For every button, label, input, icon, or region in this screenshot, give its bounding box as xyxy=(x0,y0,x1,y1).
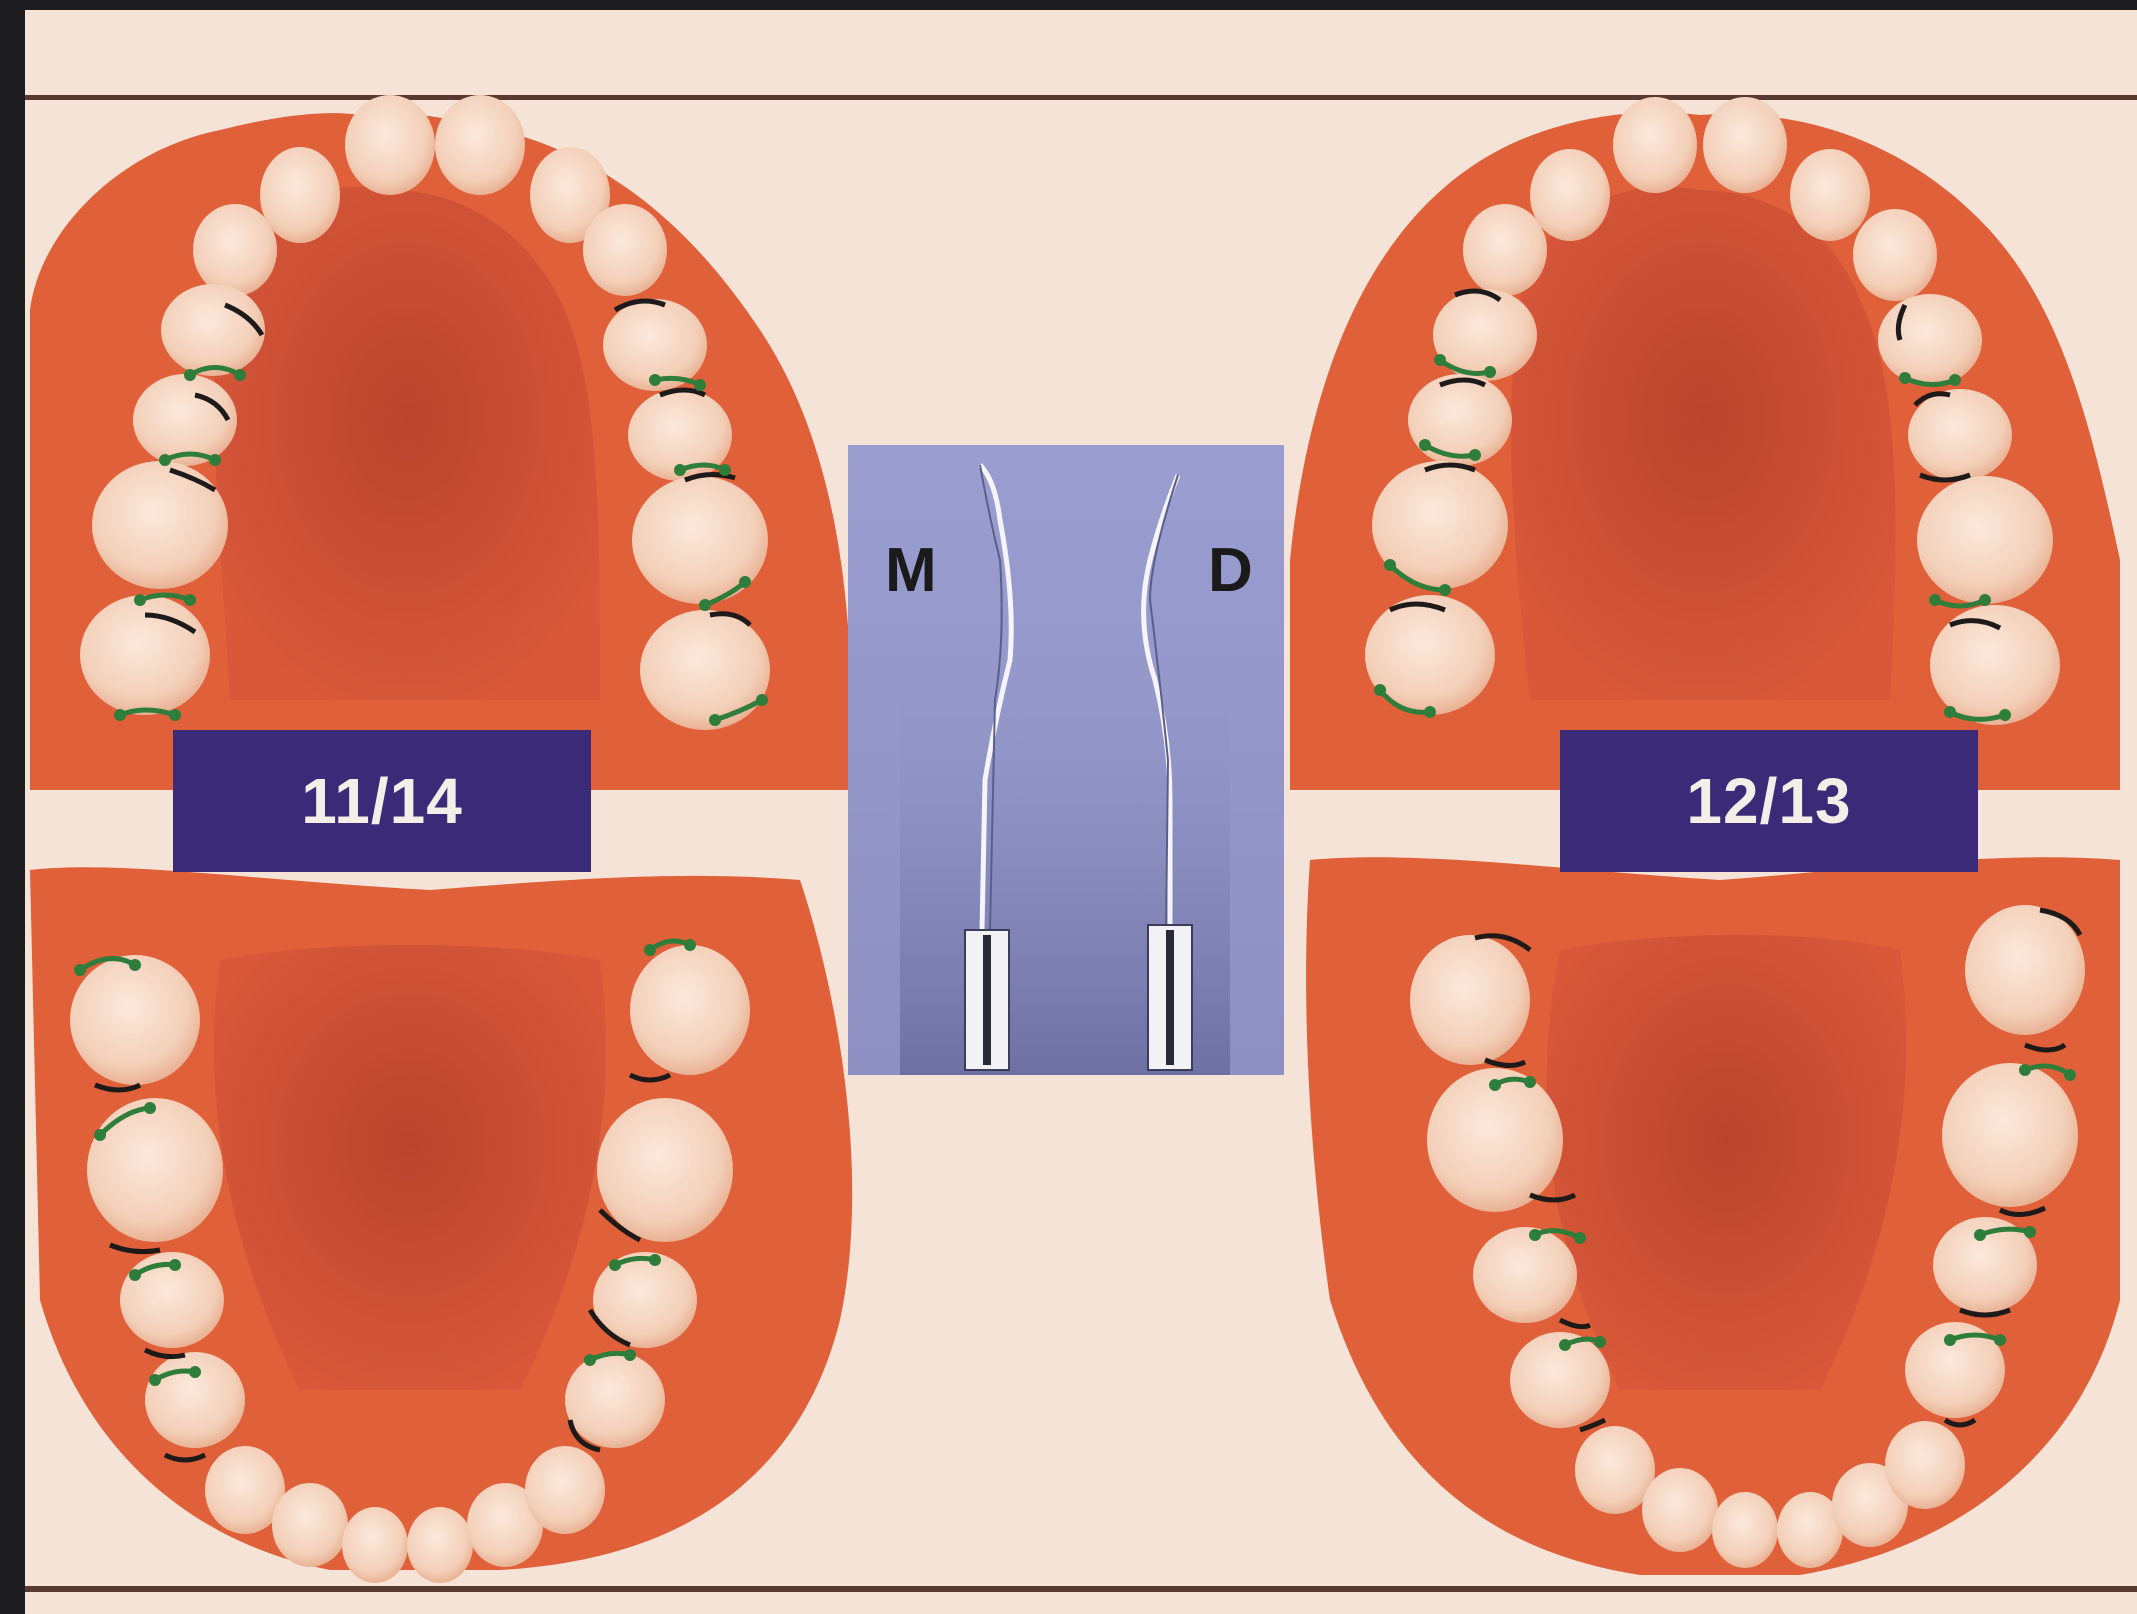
tooth xyxy=(407,1507,473,1583)
tooth xyxy=(70,955,200,1085)
tooth xyxy=(1885,1421,1965,1509)
tooth xyxy=(630,945,750,1075)
tooth xyxy=(342,1507,408,1583)
tooth xyxy=(1917,476,2053,604)
tooth xyxy=(92,461,228,589)
tooth xyxy=(1942,1063,2078,1207)
tooth xyxy=(87,1098,223,1242)
tooth xyxy=(1613,97,1697,193)
tooth xyxy=(1410,935,1530,1065)
right-upper-palate xyxy=(1511,187,1895,700)
tooth xyxy=(1878,294,1982,386)
tooth xyxy=(583,204,667,296)
tooth xyxy=(525,1446,605,1534)
tooth xyxy=(597,1098,733,1242)
tooth xyxy=(565,1352,665,1448)
tooth xyxy=(161,284,265,376)
tooth xyxy=(1965,905,2085,1035)
tooth xyxy=(1530,149,1610,241)
left-lower-tongue-area xyxy=(214,945,606,1390)
tooth xyxy=(640,610,770,730)
tooth xyxy=(1642,1468,1718,1552)
label-right-pair: 12/13 xyxy=(1560,730,1978,872)
tooth xyxy=(1853,209,1937,301)
label-left-pair: 11/14 xyxy=(173,730,591,872)
tooth xyxy=(1712,1492,1778,1568)
tooth xyxy=(1408,374,1512,466)
left-lower-arch xyxy=(30,867,852,1583)
distal-letter: D xyxy=(1208,535,1253,606)
tooth xyxy=(1463,204,1547,296)
tooth xyxy=(272,1483,348,1567)
bottom-rule xyxy=(25,1586,2137,1592)
top-rule xyxy=(25,95,2137,100)
tooth xyxy=(1703,97,1787,193)
tooth xyxy=(345,95,435,195)
tooth xyxy=(1790,149,1870,241)
tooth xyxy=(1473,1227,1577,1323)
tooth xyxy=(435,95,525,195)
tooth xyxy=(193,204,277,296)
right-lower-arch xyxy=(1306,857,2120,1575)
tooth xyxy=(1908,389,2012,481)
mesial-letter: M xyxy=(885,535,937,606)
